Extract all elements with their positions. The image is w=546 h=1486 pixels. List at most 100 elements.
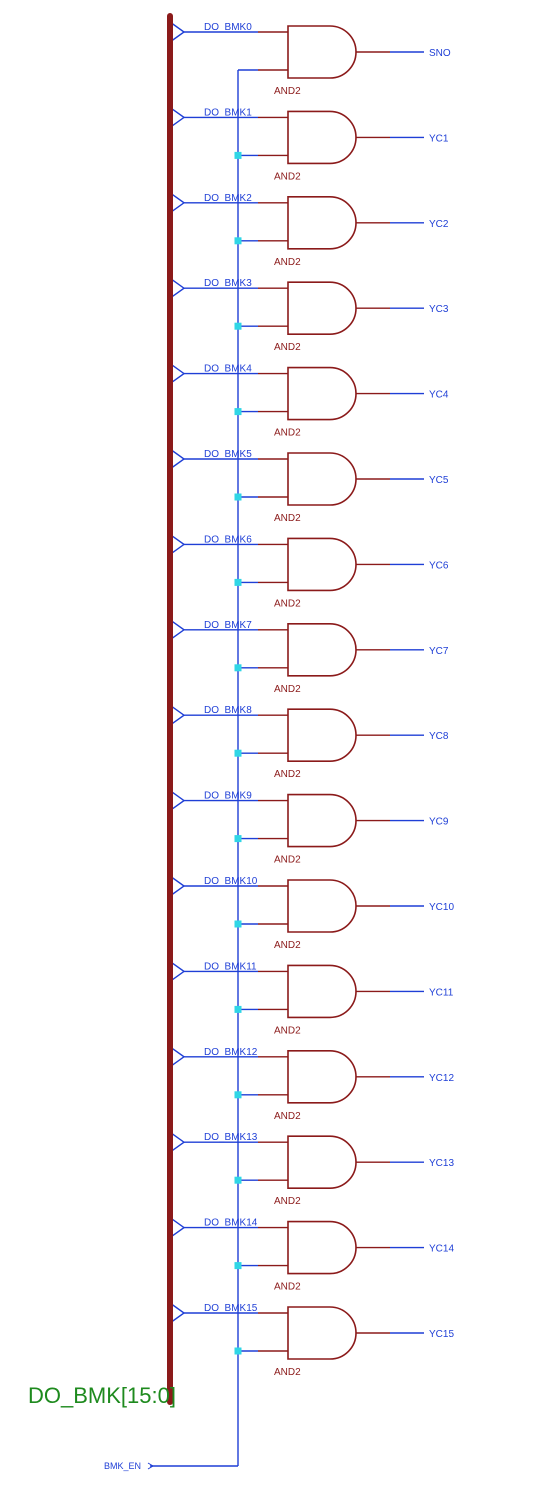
and-gate-symbol[interactable] bbox=[287, 366, 357, 421]
output-net-label: YC14 bbox=[429, 1244, 454, 1255]
and-gate-symbol[interactable] bbox=[287, 793, 357, 848]
output-net-label: YC1 bbox=[429, 133, 449, 144]
and-gate-symbol[interactable] bbox=[287, 1050, 357, 1104]
input-net-label: DO_BMK0 bbox=[204, 22, 252, 33]
output-net-label: SNO bbox=[429, 48, 451, 59]
junction-dot bbox=[234, 920, 242, 928]
junction-dot bbox=[234, 322, 242, 330]
output-net-label: YC9 bbox=[429, 817, 449, 828]
output-net-label: YC7 bbox=[429, 646, 449, 657]
input-net-label: DO_BMK5 bbox=[204, 449, 252, 460]
junction-dot bbox=[234, 578, 242, 586]
junction-dot bbox=[234, 151, 242, 159]
and-gate-symbol[interactable] bbox=[287, 879, 357, 933]
and-gate-symbol[interactable] bbox=[287, 708, 357, 762]
output-net-label: YC15 bbox=[429, 1329, 454, 1340]
and-gate-symbol[interactable] bbox=[287, 110, 357, 165]
gate-type-label: AND2 bbox=[274, 257, 301, 268]
output-net-label: YC2 bbox=[429, 219, 449, 230]
junction-dot bbox=[234, 1091, 242, 1099]
gate-type-label: AND2 bbox=[274, 1025, 301, 1036]
input-net-label: DO_BMK11 bbox=[204, 961, 257, 972]
input-net-label: DO_BMK2 bbox=[204, 193, 252, 204]
input-net-label: DO_BMK8 bbox=[204, 705, 252, 716]
and-gate-symbol[interactable] bbox=[287, 1306, 357, 1360]
input-net-label: DO_BMK14 bbox=[204, 1218, 258, 1229]
gate-type-label: AND2 bbox=[274, 86, 301, 97]
gate-type-label: AND2 bbox=[274, 1111, 301, 1122]
output-net-label: YC13 bbox=[429, 1158, 454, 1169]
output-net-label: YC5 bbox=[429, 475, 449, 486]
input-net-label: DO_BMK10 bbox=[204, 876, 258, 887]
and-gate-symbol[interactable] bbox=[287, 964, 357, 1019]
junction-dot bbox=[234, 408, 242, 416]
gate-type-label: AND2 bbox=[274, 171, 301, 182]
junction-dot bbox=[234, 493, 242, 501]
junction-dot bbox=[234, 237, 242, 245]
gate-type-label: AND2 bbox=[274, 342, 301, 353]
input-net-label: DO_BMK15 bbox=[204, 1303, 258, 1314]
and-gate-symbol[interactable] bbox=[287, 281, 357, 335]
input-net-label: DO_BMK4 bbox=[204, 364, 252, 375]
output-net-label: YC8 bbox=[429, 731, 449, 742]
and-gate-symbol[interactable] bbox=[287, 623, 357, 677]
input-net-label: DO_BMK13 bbox=[204, 1132, 258, 1143]
output-net-label: YC3 bbox=[429, 304, 449, 315]
gate-type-label: AND2 bbox=[274, 769, 301, 780]
output-net-label: YC11 bbox=[429, 987, 454, 998]
junction-dot bbox=[234, 1262, 242, 1270]
enable-net-label: BMK_EN bbox=[104, 1461, 141, 1471]
and-gate-symbol[interactable] bbox=[287, 1135, 357, 1189]
and-gate-symbol[interactable] bbox=[287, 452, 357, 506]
junction-dot bbox=[234, 1005, 242, 1013]
and-gate-symbol[interactable] bbox=[287, 25, 357, 79]
bus-group: DO_BMK[15:0] bbox=[28, 13, 176, 1408]
gate-type-label: AND2 bbox=[274, 684, 301, 695]
and-gate-symbol[interactable] bbox=[287, 1220, 357, 1275]
output-net-label: YC6 bbox=[429, 560, 449, 571]
and-gate-symbol[interactable] bbox=[287, 196, 357, 250]
input-net-label: DO_BMK6 bbox=[204, 534, 252, 545]
enable-port-arrow bbox=[147, 1462, 154, 1470]
junction-dot bbox=[234, 835, 242, 843]
input-net-label: DO_BMK1 bbox=[204, 107, 252, 118]
junction-dot bbox=[234, 664, 242, 672]
junction-dot bbox=[234, 749, 242, 757]
gate-type-label: AND2 bbox=[274, 428, 301, 439]
junction-dot bbox=[234, 1347, 242, 1355]
output-net-label: YC10 bbox=[429, 902, 454, 913]
bus-label: DO_BMK[15:0] bbox=[28, 1383, 176, 1408]
output-net-label: YC4 bbox=[429, 390, 449, 401]
gate-type-label: AND2 bbox=[274, 1282, 301, 1293]
input-net-label: DO_BMK12 bbox=[204, 1047, 258, 1058]
gate-type-label: AND2 bbox=[274, 940, 301, 951]
gate-type-label: AND2 bbox=[274, 513, 301, 524]
gate-type-label: AND2 bbox=[274, 598, 301, 609]
gate-type-label: AND2 bbox=[274, 1367, 301, 1378]
junction-dot bbox=[234, 1176, 242, 1184]
enable-net bbox=[147, 70, 239, 1470]
input-net-label: DO_BMK9 bbox=[204, 791, 252, 802]
output-net-label: YC12 bbox=[429, 1073, 454, 1084]
gate-type-label: AND2 bbox=[274, 855, 301, 866]
input-net-label: DO_BMK7 bbox=[204, 620, 252, 631]
input-net-label: DO_BMK3 bbox=[204, 278, 252, 289]
and-gate-symbol[interactable] bbox=[287, 537, 357, 592]
gate-array: DO_BMK0SNOAND2DO_BMK1YC1AND2DO_BMK2YC2AN… bbox=[169, 21, 454, 1378]
